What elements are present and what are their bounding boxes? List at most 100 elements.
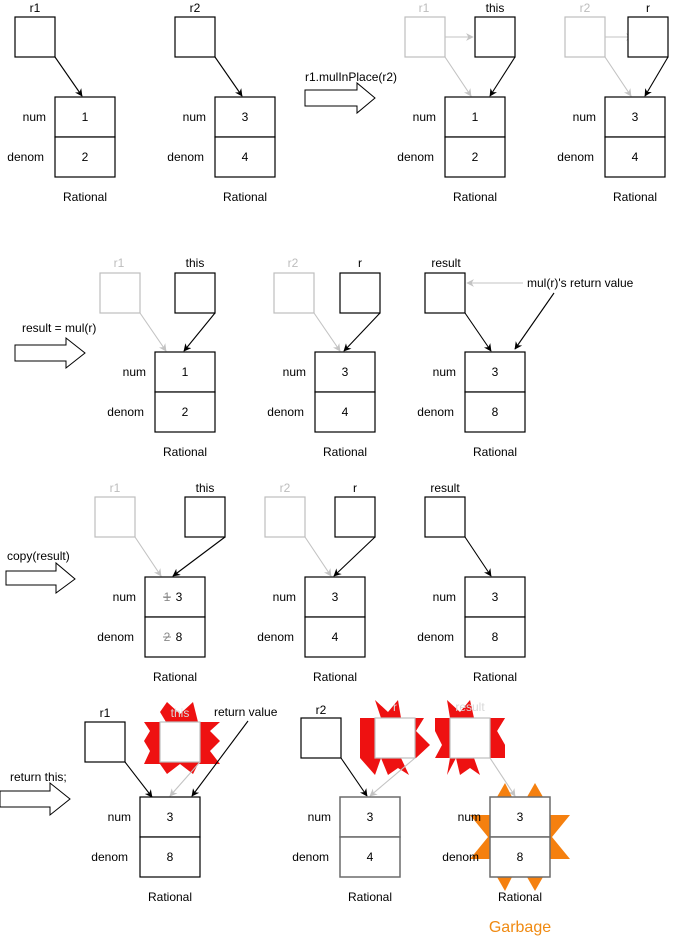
num-label: num [273,590,296,604]
denom-value: 8 [176,630,183,644]
ref-box-this [474,16,516,58]
transition-3: copy(result) [5,549,76,594]
ref-arrow-r1 [139,312,167,352]
ref-arrow-r [333,536,376,577]
ref-arrow-r1 [444,56,472,97]
ref-box-r [627,16,669,58]
stage-3: r1 this 1 3 2 8 num denom Rational r2 r … [94,481,526,684]
denom-label: denom [107,405,144,419]
ref-label-r1: r1 [30,1,41,15]
ref-arrow-r2 [304,536,332,577]
num-label: num [573,110,596,124]
block-arrow-icon [5,561,76,594]
ref-label-r: r [646,1,650,15]
denom-value: 8 [167,850,174,864]
transition-4: return this; [0,770,71,817]
ref-arrow-this [169,761,201,797]
ref-box-r1 [84,721,126,763]
num-cell [314,351,376,393]
ref-box-r1 [14,16,56,58]
denom-value: 8 [517,850,524,864]
type-label: Rational [473,670,517,684]
return-value-arrow [514,292,555,350]
type-label: Rational [153,670,197,684]
type-label: Rational [313,670,357,684]
type-label: Rational [148,890,192,904]
ref-box-r [339,272,381,314]
ref-box-result [424,272,466,314]
num-label: num [283,365,306,379]
denom-cell [339,836,401,878]
denom-cell [304,616,366,658]
denom-cell [54,136,116,178]
num-cell [489,796,551,838]
num-value: 3 [342,365,349,379]
ref-label-this: this [196,481,215,495]
block-arrow-icon [0,781,71,817]
denom-cell [489,836,551,878]
ref-label-r2: r2 [190,1,201,15]
ref-label-result: result [455,700,485,714]
ref-arrow-r2 [340,757,368,797]
num-label: num [308,810,331,824]
num-value: 3 [242,110,249,124]
num-value: 3 [176,590,183,604]
ref-label-result: result [431,256,461,270]
denom-value: 2 [472,150,479,164]
ref-label-r1: r1 [419,1,430,15]
ref-box-r [334,496,376,538]
ref-arrow-r2 [214,56,243,97]
num-value: 3 [492,590,499,604]
stage-4: r1 this return value 3 8 num denom Ratio… [84,700,570,936]
denom-cell [139,836,201,878]
num-cell [54,96,116,138]
transition-label: result = mul(r) [22,321,96,335]
annotation-return-value: return value [214,705,278,719]
ref-label-r2: r2 [316,703,327,717]
denom-cell [214,136,276,178]
num-cell [339,796,401,838]
num-value: 3 [332,590,339,604]
denom-value: 2 [182,405,189,419]
denom-value: 8 [492,405,499,419]
num-value: 1 [82,110,89,124]
num-label: num [23,110,46,124]
num-value: 1 [472,110,479,124]
ref-arrow-r1 [124,761,153,798]
denom-cell [444,136,506,178]
denom-value: 8 [492,630,499,644]
ref-label-this: this [486,1,505,15]
ref-box-r1 [99,272,141,314]
num-label: num [123,365,146,379]
ref-arrow-this [183,312,216,352]
garbage-object: 3 8 num denom Rational Garbage [442,783,570,936]
ref-box-r2 [564,16,606,58]
num-label: num [108,810,131,824]
ref-label-this: this [186,256,205,270]
num-value: 3 [632,110,639,124]
denom-value: 2 [82,150,89,164]
denom-label: denom [557,150,594,164]
denom-label: denom [417,630,454,644]
denom-value: 4 [332,630,339,644]
denom-cell [464,391,526,433]
denom-label: denom [167,150,204,164]
num-cell [464,351,526,393]
ref-arrow-r [369,757,416,797]
type-label: Rational [453,190,497,204]
ref-label-r1: r1 [114,256,125,270]
ref-label-r1: r1 [110,481,121,495]
ref-arrow-result [489,757,516,797]
num-label: num [433,365,456,379]
ref-arrow-r [644,56,669,97]
denom-label: denom [417,405,454,419]
ref-arrow-r2 [313,312,341,352]
type-label: Rational [223,190,267,204]
num-cell [144,576,206,618]
num-label: num [413,110,436,124]
denom-cell [604,136,666,178]
annotation-return-value: mul(r)'s return value [527,276,634,290]
ref-arrow-result [464,536,492,577]
ref-box-r1 [404,16,446,58]
